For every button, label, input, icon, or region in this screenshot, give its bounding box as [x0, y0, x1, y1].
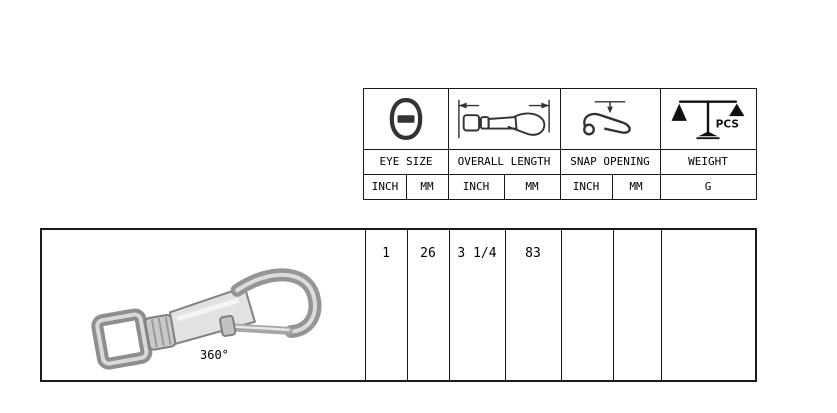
unit-snap-opening-mm: MM [629, 180, 643, 193]
overall-length-icon [448, 89, 560, 149]
snap-opening-icon [560, 89, 660, 149]
value-snap-opening-inch [561, 230, 613, 380]
snap-hook-image [91, 268, 322, 370]
divider [613, 230, 614, 380]
unit-eye-size-inch: INCH [371, 180, 399, 193]
divider [504, 174, 505, 199]
unit-overall-length-inch: INCH [462, 180, 490, 193]
weight-scale-icon: PCS [660, 89, 756, 149]
divider [660, 89, 661, 199]
column-label-eye-size: EYE SIZE [379, 155, 433, 168]
divider [407, 230, 408, 380]
weight-icon-pcs-text: PCS [716, 119, 739, 131]
divider [448, 89, 449, 199]
column-label-weight: WEIGHT [688, 155, 728, 168]
divider [505, 230, 506, 380]
column-label-overall-length: OVERALL LENGTH [457, 155, 551, 168]
spec-header-table: PCS EYE SIZE OVERALL LENGTH SNAP OPENING… [363, 88, 757, 200]
value-snap-opening-mm [613, 230, 661, 380]
eye-size-icon [364, 89, 448, 149]
product-spec-row: 360° 1 26 3 1/4 83 [40, 228, 757, 382]
divider [560, 89, 561, 199]
divider [661, 230, 662, 380]
unit-overall-length-mm: MM [525, 180, 539, 193]
divider [365, 230, 366, 380]
divider [449, 230, 450, 380]
unit-weight-g: G [704, 180, 712, 193]
value-overall-length-mm: 83 [525, 246, 541, 261]
divider [561, 230, 562, 380]
value-overall-length-inch: 3 1/4 [457, 246, 497, 261]
value-weight-g [661, 230, 755, 380]
unit-snap-opening-inch: INCH [572, 180, 600, 193]
rotation-label: 360° [200, 348, 229, 362]
product-image-cell: 360° [42, 230, 365, 380]
unit-eye-size-mm: MM [420, 180, 434, 193]
value-eye-size-mm: 26 [420, 246, 436, 261]
column-label-snap-opening: SNAP OPENING [570, 155, 650, 168]
value-eye-size-inch: 1 [382, 246, 390, 261]
divider [612, 174, 613, 199]
divider [406, 174, 407, 199]
